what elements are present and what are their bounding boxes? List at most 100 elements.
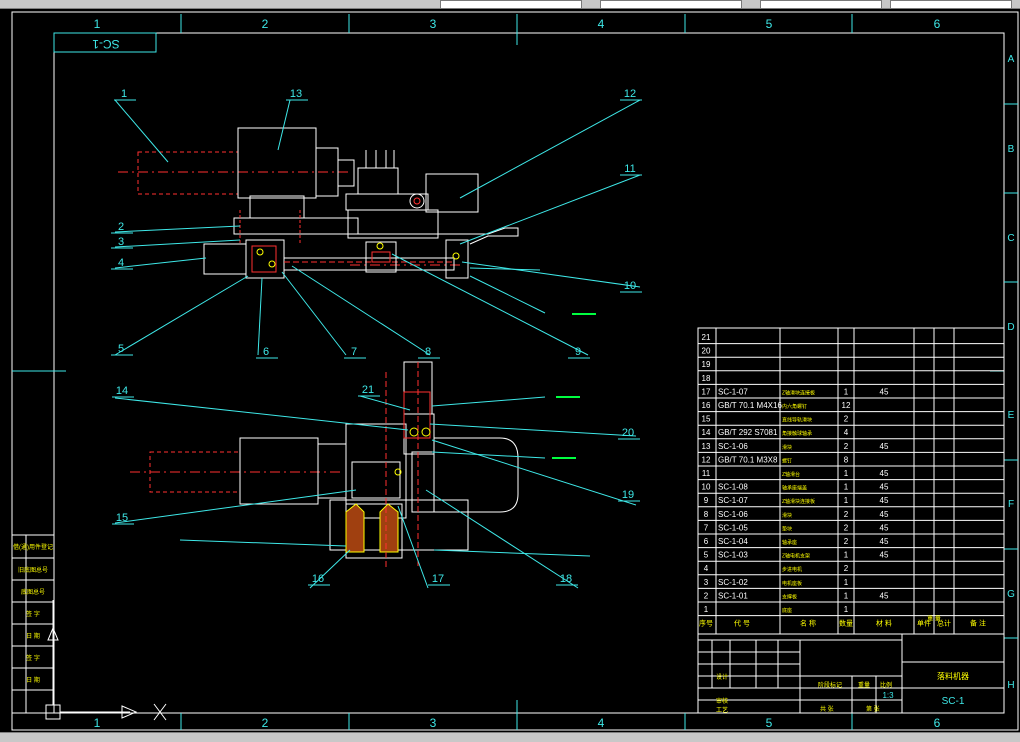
bom-mat: 45 — [880, 469, 889, 478]
zone-row-label: F — [1008, 499, 1014, 510]
leader-lines — [114, 99, 641, 589]
bottom-assembly-view — [130, 361, 519, 570]
linetype-dropdown[interactable] — [760, 0, 882, 9]
zone-row-label: H — [1007, 680, 1014, 691]
balloon-label: 15 — [116, 512, 128, 524]
balloon-label: 2 — [118, 221, 124, 233]
bom-mat: 45 — [880, 387, 889, 396]
bom-code: SC-1-07 — [718, 496, 748, 505]
bom-mat: 45 — [880, 537, 889, 546]
bom-header-cell: 代 号 — [734, 619, 750, 628]
color-dropdown[interactable] — [600, 0, 742, 9]
tb-label-h: 共 张 — [820, 705, 834, 713]
bom-name: 滑块 — [782, 512, 792, 519]
drawing-code-box — [53, 32, 157, 53]
zone-col-label: 2 — [262, 716, 269, 730]
bom-qty: 2 — [844, 415, 849, 424]
bom-row: 18 — [702, 374, 711, 383]
balloon-label: 12 — [624, 88, 636, 100]
zone-col-label: 2 — [262, 17, 269, 31]
tb-label-c: 工艺 — [716, 706, 728, 714]
ucs-icon — [45, 600, 167, 721]
bom-qty: 2 — [844, 442, 849, 451]
balloon-label: 19 — [622, 489, 634, 501]
zone-col-label: 1 — [94, 716, 101, 730]
bom-header-cell: 名 称 — [800, 619, 816, 628]
bom-no: 5 — [704, 551, 709, 560]
balloon-label: 11 — [624, 163, 635, 175]
bom-qty: 1 — [844, 551, 849, 560]
bom-no: 15 — [702, 415, 711, 424]
bom-qty: 8 — [844, 455, 849, 464]
balloon-label: 7 — [351, 346, 357, 358]
tb-label-g: 比例 — [880, 681, 892, 689]
bom-no: 21 — [702, 333, 711, 342]
lineweight-dropdown[interactable] — [890, 0, 1012, 9]
bom-no: 13 — [702, 442, 711, 451]
strip-label: 日 期 — [26, 632, 40, 640]
bom-code: SC-1-06 — [718, 442, 748, 451]
bom-code: SC-1-07 — [718, 387, 748, 396]
bom-qty: 2 — [844, 510, 849, 519]
bom-no: 12 — [702, 455, 711, 464]
bom-code: GB/T 292 S7081 — [718, 428, 778, 437]
strip-label: 底图总号 — [21, 588, 45, 596]
bom-code: SC-1-06 — [718, 510, 748, 519]
bom-no: 7 — [704, 523, 709, 532]
bom-row: 21 — [702, 333, 711, 342]
bom-name: 轴承座端盖 — [782, 485, 807, 492]
bom-no: 19 — [702, 360, 711, 369]
bom-mat: 45 — [880, 483, 889, 492]
bom-qty: 12 — [842, 401, 851, 410]
zone-row-label: G — [1007, 589, 1015, 600]
bom-name: 支撑板 — [782, 593, 797, 600]
bom-mat: 45 — [880, 523, 889, 532]
bom-name: 角接触球轴承 — [782, 430, 812, 437]
layer-dropdown[interactable] — [440, 0, 582, 9]
drawing-code-top: SC-1 — [92, 37, 120, 51]
bom-name: Z轴滑块连接板 — [782, 389, 815, 396]
zone-col-label: 6 — [934, 17, 941, 31]
title-code: SC-1 — [942, 696, 965, 707]
zone-row-label: E — [1008, 410, 1015, 421]
bom-no: 6 — [704, 537, 709, 546]
balloon-label: 1 — [121, 88, 127, 100]
bom-code: GB/T 70.1 M4X16 — [718, 401, 782, 410]
bom-code: SC-1-08 — [718, 483, 748, 492]
bom-no: 20 — [702, 347, 711, 356]
bom-code: SC-1-05 — [718, 523, 748, 532]
balloon-label: 3 — [118, 236, 124, 248]
bom-no: 10 — [702, 483, 711, 492]
zone-row-label: B — [1008, 144, 1015, 155]
bom-no: 2 — [704, 591, 709, 600]
bom-name: 垫块 — [782, 525, 792, 532]
bom-mat: 45 — [880, 442, 889, 451]
bom-name: 步进电机 — [782, 566, 802, 573]
bom-row: 19 — [702, 360, 711, 369]
zone-col-label: 5 — [766, 17, 773, 31]
bom-code: SC-1-02 — [718, 578, 748, 587]
bom-no: 8 — [704, 510, 709, 519]
bom-no: 11 — [702, 469, 711, 478]
bom-code: GB/T 70.1 M3X8 — [718, 455, 778, 464]
balloon-label: 18 — [560, 573, 572, 585]
bom-name: 轴承座 — [782, 539, 797, 546]
bom-qty: 1 — [844, 469, 849, 478]
bom-no: 18 — [702, 374, 711, 383]
bom-name: 电机座板 — [782, 580, 802, 587]
bom-code: SC-1-04 — [718, 537, 748, 546]
command-line[interactable] — [0, 732, 1020, 742]
bom-name: Z轴滑块连接板 — [782, 498, 815, 505]
bom-header-cell: 备 注 — [970, 619, 986, 628]
